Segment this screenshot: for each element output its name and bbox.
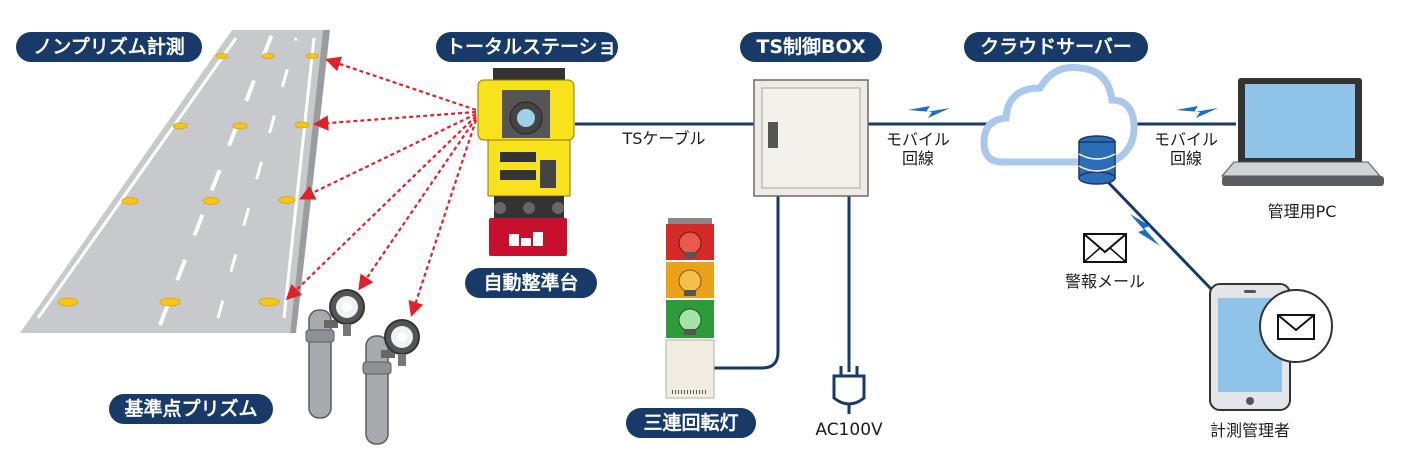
label-mobile-line-1-a: モバイル xyxy=(885,130,950,149)
prism-icon xyxy=(362,319,420,445)
label-auto-leveler: 自動整準台 xyxy=(465,268,597,298)
label-admin-pc: 管理用PC xyxy=(1267,202,1337,221)
label-nonprism: ノンプリズム計測 xyxy=(16,32,202,62)
total-station-icon xyxy=(477,68,575,218)
label-ref-prism: 基準点プリズム xyxy=(109,394,273,424)
label-mobile-line-1: モバイル 回線 xyxy=(878,130,958,168)
plug-icon xyxy=(832,366,866,414)
label-mobile-line-2: モバイル 回線 xyxy=(1146,130,1226,168)
mail-bubble-icon xyxy=(1259,289,1333,363)
road xyxy=(20,30,330,333)
lightning-icon xyxy=(908,106,1218,246)
label-mobile-line-1-b: 回線 xyxy=(901,149,934,168)
label-measure-admin: 計測管理者 xyxy=(1209,421,1290,440)
label-cloud: クラウドサーバー xyxy=(964,32,1148,62)
signal-tower-icon xyxy=(665,218,715,399)
laser-beams xyxy=(285,56,478,317)
cabinet-icon xyxy=(753,79,869,197)
database-icon xyxy=(1078,135,1116,185)
label-mobile-line-2-a: モバイル xyxy=(1153,130,1218,149)
laptop-icon xyxy=(1220,78,1384,186)
leveler-icon xyxy=(489,218,567,256)
cables xyxy=(575,122,1236,372)
label-ts-cable: TSケーブル xyxy=(622,129,706,148)
label-ts-box: TS制御BOX xyxy=(740,32,882,62)
label-alert-mail: 警報メール xyxy=(1064,272,1145,291)
label-total-station: トータルステーション xyxy=(436,32,636,62)
label-mobile-line-2-b: 回線 xyxy=(1169,149,1202,168)
label-signal-tower: 三連回転灯 xyxy=(626,408,756,438)
prism-icon xyxy=(305,289,365,419)
label-power: AC100V xyxy=(815,420,883,440)
mail-icon xyxy=(1083,233,1127,263)
